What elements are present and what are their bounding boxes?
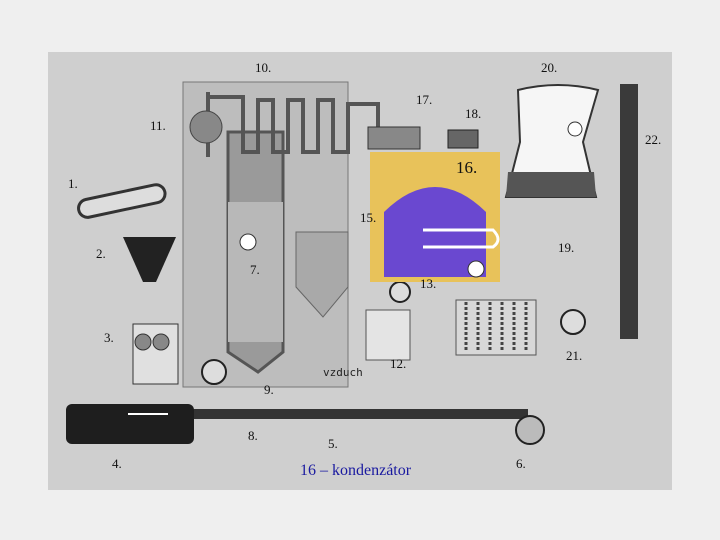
- label-10: 10.: [255, 60, 272, 75]
- feedwater-tank: [66, 404, 194, 444]
- coal-mill: [132, 323, 179, 385]
- label-21: 21.: [566, 348, 583, 363]
- label-9: 9.: [264, 382, 274, 397]
- chimney: [620, 84, 638, 339]
- label-1: 1.: [68, 176, 78, 191]
- label-17: 17.: [416, 92, 433, 107]
- label-13: 13.: [420, 276, 437, 291]
- label-18: 18.: [465, 106, 482, 121]
- label-19: 19.: [558, 240, 575, 255]
- feed-fan: [389, 281, 411, 303]
- label-22: 22.: [645, 132, 662, 147]
- label-2: 2.: [96, 246, 106, 261]
- label-5: 5.: [328, 436, 338, 451]
- condenser-node: [467, 260, 485, 278]
- label-4: 4.: [112, 456, 122, 471]
- generator: [367, 126, 421, 150]
- label-8: 8.: [248, 428, 258, 443]
- diagram-drawing: [66, 81, 638, 445]
- pump-6: [515, 415, 545, 445]
- air-preheater: [365, 309, 411, 361]
- air-fan: [201, 359, 227, 385]
- turbine: [447, 129, 479, 149]
- label-6: 6.: [516, 456, 526, 471]
- label-15: 15.: [360, 210, 377, 225]
- coal-conveyor: [77, 183, 167, 219]
- label-7: 7.: [250, 262, 260, 277]
- precipitator: [455, 299, 537, 356]
- label-16: 16.: [456, 158, 478, 177]
- label-20: 20.: [541, 60, 558, 75]
- figure-caption: 16 – kondenzátor: [300, 462, 412, 479]
- flue-hopper: [295, 231, 349, 318]
- coal-hopper: [123, 237, 176, 282]
- label-12: 12.: [390, 356, 407, 371]
- flue-fan: [560, 309, 586, 335]
- cooling-tower-node: [567, 121, 583, 137]
- label-11: 11.: [150, 118, 166, 133]
- condenser-water: [384, 187, 486, 277]
- air-label: vzduch: [323, 366, 363, 379]
- label-3: 3.: [104, 330, 114, 345]
- power-plant-diagram: 1. 2. 3. 4. 5. 6. 7. 8. 9. 10. 11. 12. 1…: [48, 52, 672, 490]
- drum-11: [189, 110, 223, 144]
- boiler-node-7: [239, 233, 257, 251]
